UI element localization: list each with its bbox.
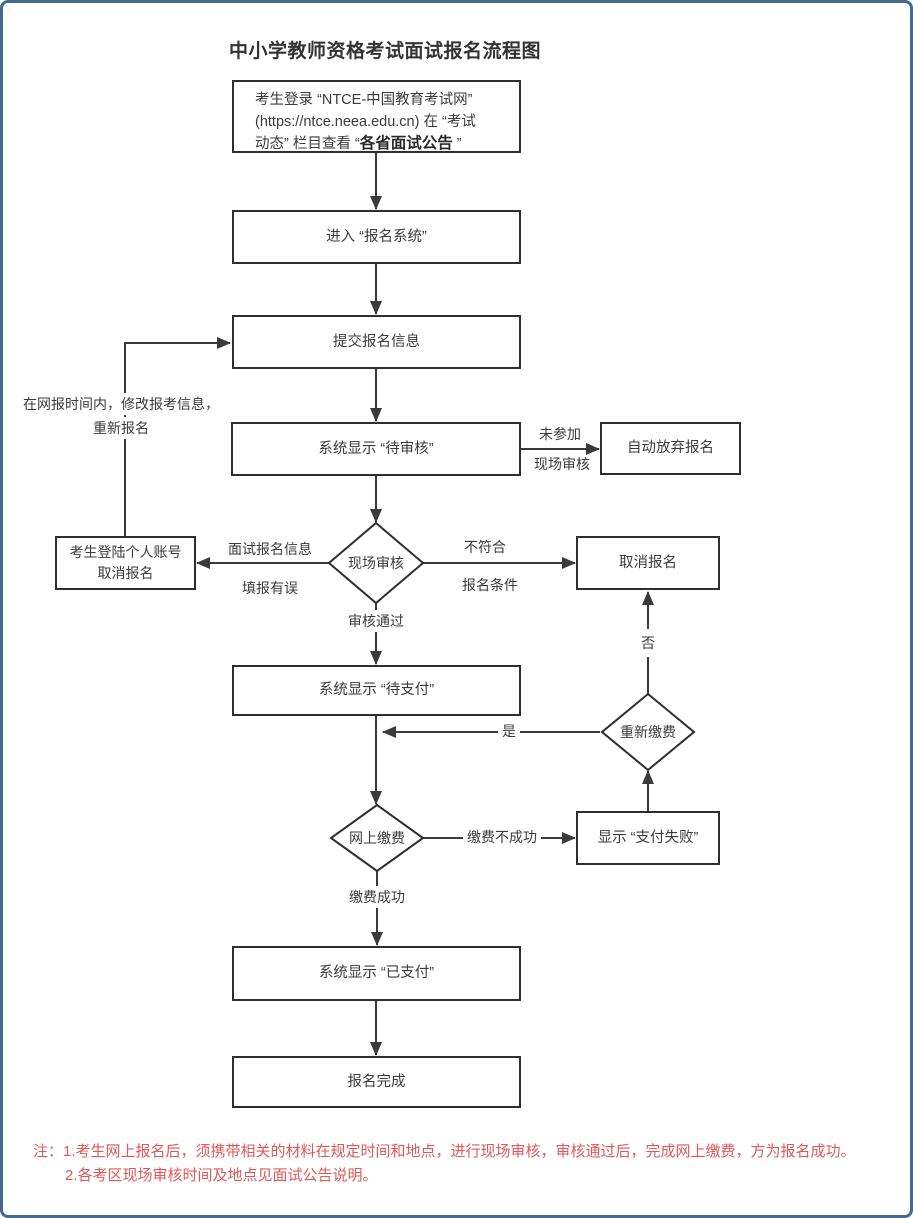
login-cancel-line2: 取消报名	[97, 565, 154, 581]
edge-label-info-error-line2: 填报有误	[242, 580, 298, 596]
footnote-line2: 2.各考区现场审核时间及地点见面试公告说明。	[65, 1167, 378, 1184]
decision-onsite-review-shape	[327, 521, 425, 605]
page-title: 中小学教师资格考试面试报名流程图	[228, 41, 542, 62]
login-portal-line3-prefix: 动态” 栏目查看 “	[255, 136, 360, 152]
edge-login-cancel-to-submit	[124, 337, 231, 536]
node-paid: 系统显示 “已支付”	[232, 946, 521, 1001]
edge-label-no: 否	[639, 629, 657, 657]
node-pending-review: 系统显示 “待审核”	[231, 422, 521, 476]
login-portal-line2: (https://ntce.neea.edu.cn) 在 “考试	[255, 114, 476, 130]
edge-label-not-attend-line1: 未参加	[539, 426, 581, 442]
decision-repay-shape	[600, 692, 696, 772]
node-pending-pay: 系统显示 “待支付”	[232, 665, 521, 716]
node-auto-abandon: 自动放弃报名	[600, 422, 741, 475]
node-submit-info: 提交报名信息	[232, 315, 521, 369]
edge-label-review-pass: 审核通过	[344, 610, 408, 632]
node-pay-fail: 显示 “支付失败”	[576, 811, 720, 865]
edge-label-pay-success: 缴费成功	[345, 886, 409, 908]
login-portal-announcement-bold: 各省面试公告	[359, 135, 453, 152]
connector-lines	[124, 153, 696, 1056]
node-cancel: 取消报名	[576, 536, 720, 590]
footnote-line1: 注：1.考生网上报名后，须携带相关的材料在规定时间和地点，进行现场审核，审核通过…	[33, 1143, 856, 1160]
edge-label-not-qualify-line1: 不符合	[464, 539, 506, 555]
node-enter-system: 进入 “报名系统”	[232, 210, 521, 264]
edge-label-pay-not-success: 缴费不成功	[463, 826, 541, 848]
edge-label-edit-info-line2: 重新报名	[89, 417, 153, 439]
decision-repay-label: 重新缴费	[620, 724, 676, 740]
edge-label-edit-info-line1: 在网报时间内，修改报考信息，	[19, 393, 223, 415]
decision-online-pay-shape	[329, 803, 425, 873]
login-cancel-line1: 考生登陆个人账号	[69, 544, 182, 560]
login-portal-line3-suffix: ”	[452, 136, 462, 152]
edge-label-yes: 是	[498, 720, 520, 742]
decision-onsite-review-label: 现场审核	[348, 555, 404, 571]
edge-label-not-qualify-line2: 报名条件	[462, 577, 518, 593]
login-portal-line1: 考生登录 “NTCE-中国教育考试网”	[255, 92, 473, 108]
node-login-portal: 考生登录 “NTCE-中国教育考试网” (https://ntce.neea.e…	[232, 80, 521, 153]
node-login-cancel: 考生登陆个人账号 取消报名	[55, 536, 196, 590]
edge-label-info-error-line1: 面试报名信息	[228, 541, 312, 557]
node-done: 报名完成	[232, 1056, 521, 1108]
edge-label-not-attend-line2: 现场审核	[534, 456, 590, 472]
decision-online-pay-label: 网上缴费	[349, 830, 405, 846]
